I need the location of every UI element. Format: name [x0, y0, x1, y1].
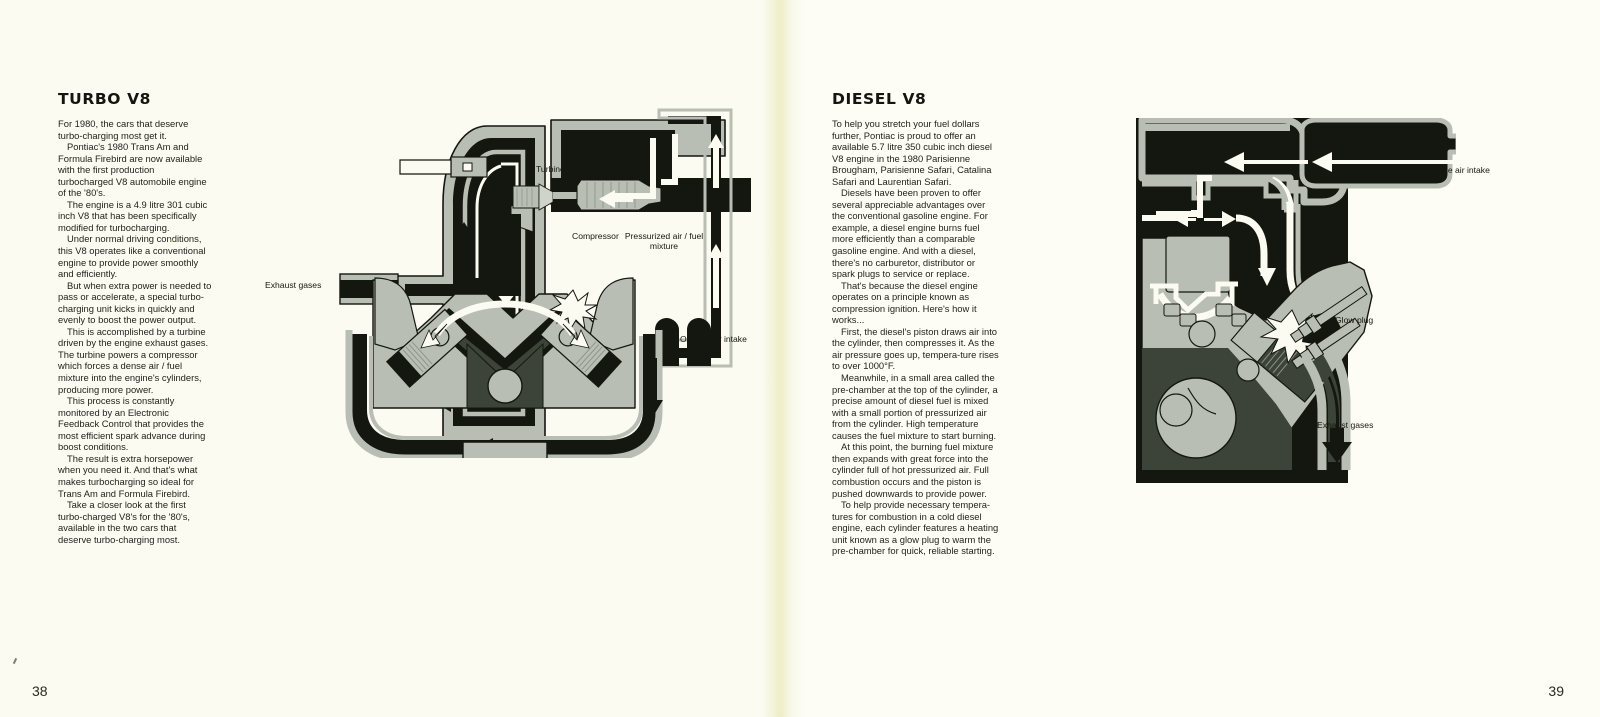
label-compressor: Compressor — [572, 231, 619, 241]
paragraph: To help provide necessary tempera-tures … — [832, 499, 999, 557]
paragraph: First, the diesel's piston draws air int… — [832, 325, 999, 372]
paragraph: That's because the diesel engine operate… — [832, 279, 978, 326]
left-page: TURBO V8 For 1980, the cars that deserve… — [0, 0, 790, 717]
ink-speck — [12, 657, 18, 665]
label-exhaust-gases-left: Exhaust gases — [265, 280, 322, 290]
paragraph: This process is constantly monitored by … — [58, 395, 206, 453]
paragraph: The result is extra horsepower when you … — [58, 452, 198, 499]
paragraph: But when extra power is needed to pass o… — [58, 279, 212, 326]
right-page-body-text: To help you stretch your fuel dollars fu… — [832, 118, 1000, 557]
paragraph: The engine is a 4.9 litre 301 cubic inch… — [58, 198, 208, 233]
label-glow-plug: Glow plug — [1335, 315, 1374, 325]
diesel-v8-diagram-svg — [1136, 118, 1456, 483]
right-page: DIESEL V8 To help you stretch your fuel … — [790, 0, 1600, 717]
paragraph: This is accomplished by a turbine driven… — [58, 325, 209, 395]
turbo-v8-diagram-svg — [339, 108, 751, 458]
paragraph: Under normal driving conditions, this V8… — [58, 233, 206, 280]
paragraph: At this point, the burning fuel mixture … — [832, 441, 994, 499]
paragraph: Take a closer look at the first turbo-ch… — [58, 499, 191, 545]
page-number-left: 38 — [32, 683, 48, 699]
left-page-body-text: For 1980, the cars that deserve turbo-ch… — [58, 118, 212, 545]
label-exhaust-gases-right: Exhaust gases — [1317, 420, 1374, 430]
label-outside-air-intake-right: Outside air intake — [1423, 165, 1490, 175]
paragraph: Diesels have been proven to offer severa… — [832, 187, 988, 280]
label-outside-air-intake-left: Outside air intake — [680, 334, 747, 344]
turbo-v8-cutaway-diagram — [255, 108, 775, 458]
paragraph: For 1980, the cars that deserve turbo-ch… — [58, 118, 189, 141]
label-pressurized-air-fuel-mixture: Pressurized air / fuel mixture — [624, 231, 704, 252]
page-number-right: 39 — [1548, 683, 1564, 699]
diesel-v8-cutaway-diagram — [1136, 118, 1456, 488]
right-page-heading: DIESEL V8 — [832, 90, 927, 108]
left-page-heading: TURBO V8 — [58, 90, 152, 108]
paragraph: To help you stretch your fuel dollars fu… — [832, 118, 992, 187]
label-turbine: Turbine — [536, 164, 565, 174]
paragraph: Meanwhile, in a small area called the pr… — [832, 372, 998, 441]
ink-speck — [170, 239, 173, 242]
paragraph: Pontiac's 1980 Trans Am and Formula Fire… — [58, 141, 207, 199]
